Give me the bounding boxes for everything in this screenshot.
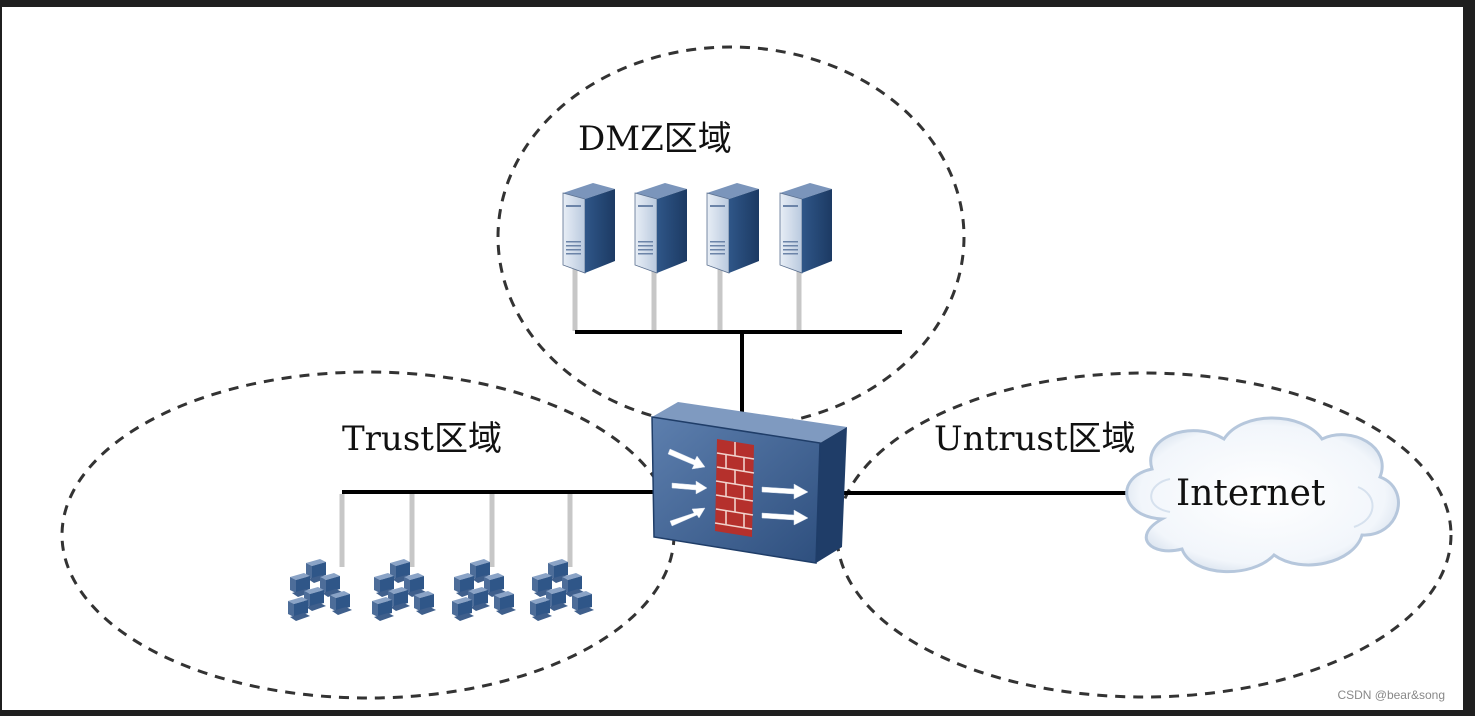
server-icon bbox=[562, 182, 616, 274]
untrust-zone-label: Untrust区域 bbox=[934, 419, 1135, 459]
brick-wall bbox=[714, 439, 755, 537]
dmz-zone-label: DMZ区域 bbox=[578, 119, 732, 159]
diagram-canvas: DMZ区域 Trust区域 Untrust区域 bbox=[2, 7, 1463, 710]
dmz-server-drops bbox=[572, 265, 802, 331]
workstation-group-icon bbox=[452, 559, 516, 621]
untrust-zone-boundary bbox=[835, 371, 1453, 699]
workstation-group-icon bbox=[530, 559, 594, 621]
network-zone-diagram: DMZ区域 Trust区域 Untrust区域 bbox=[60, 45, 1453, 700]
traffic-arrows bbox=[667, 448, 809, 527]
workstation-group-icon bbox=[288, 559, 352, 621]
trust-workstation-drops bbox=[339, 494, 573, 567]
firewall-icon bbox=[651, 402, 847, 564]
server-icon bbox=[706, 182, 760, 274]
workstation-group-icon bbox=[372, 559, 436, 621]
cloud-icon bbox=[1125, 416, 1400, 573]
watermark: CSDN @bear&song bbox=[1337, 688, 1445, 702]
trust-zone-label: Trust区域 bbox=[342, 419, 502, 459]
server-icon bbox=[634, 182, 688, 274]
internet-label: Internet bbox=[1176, 473, 1326, 514]
server-icon bbox=[779, 182, 833, 274]
